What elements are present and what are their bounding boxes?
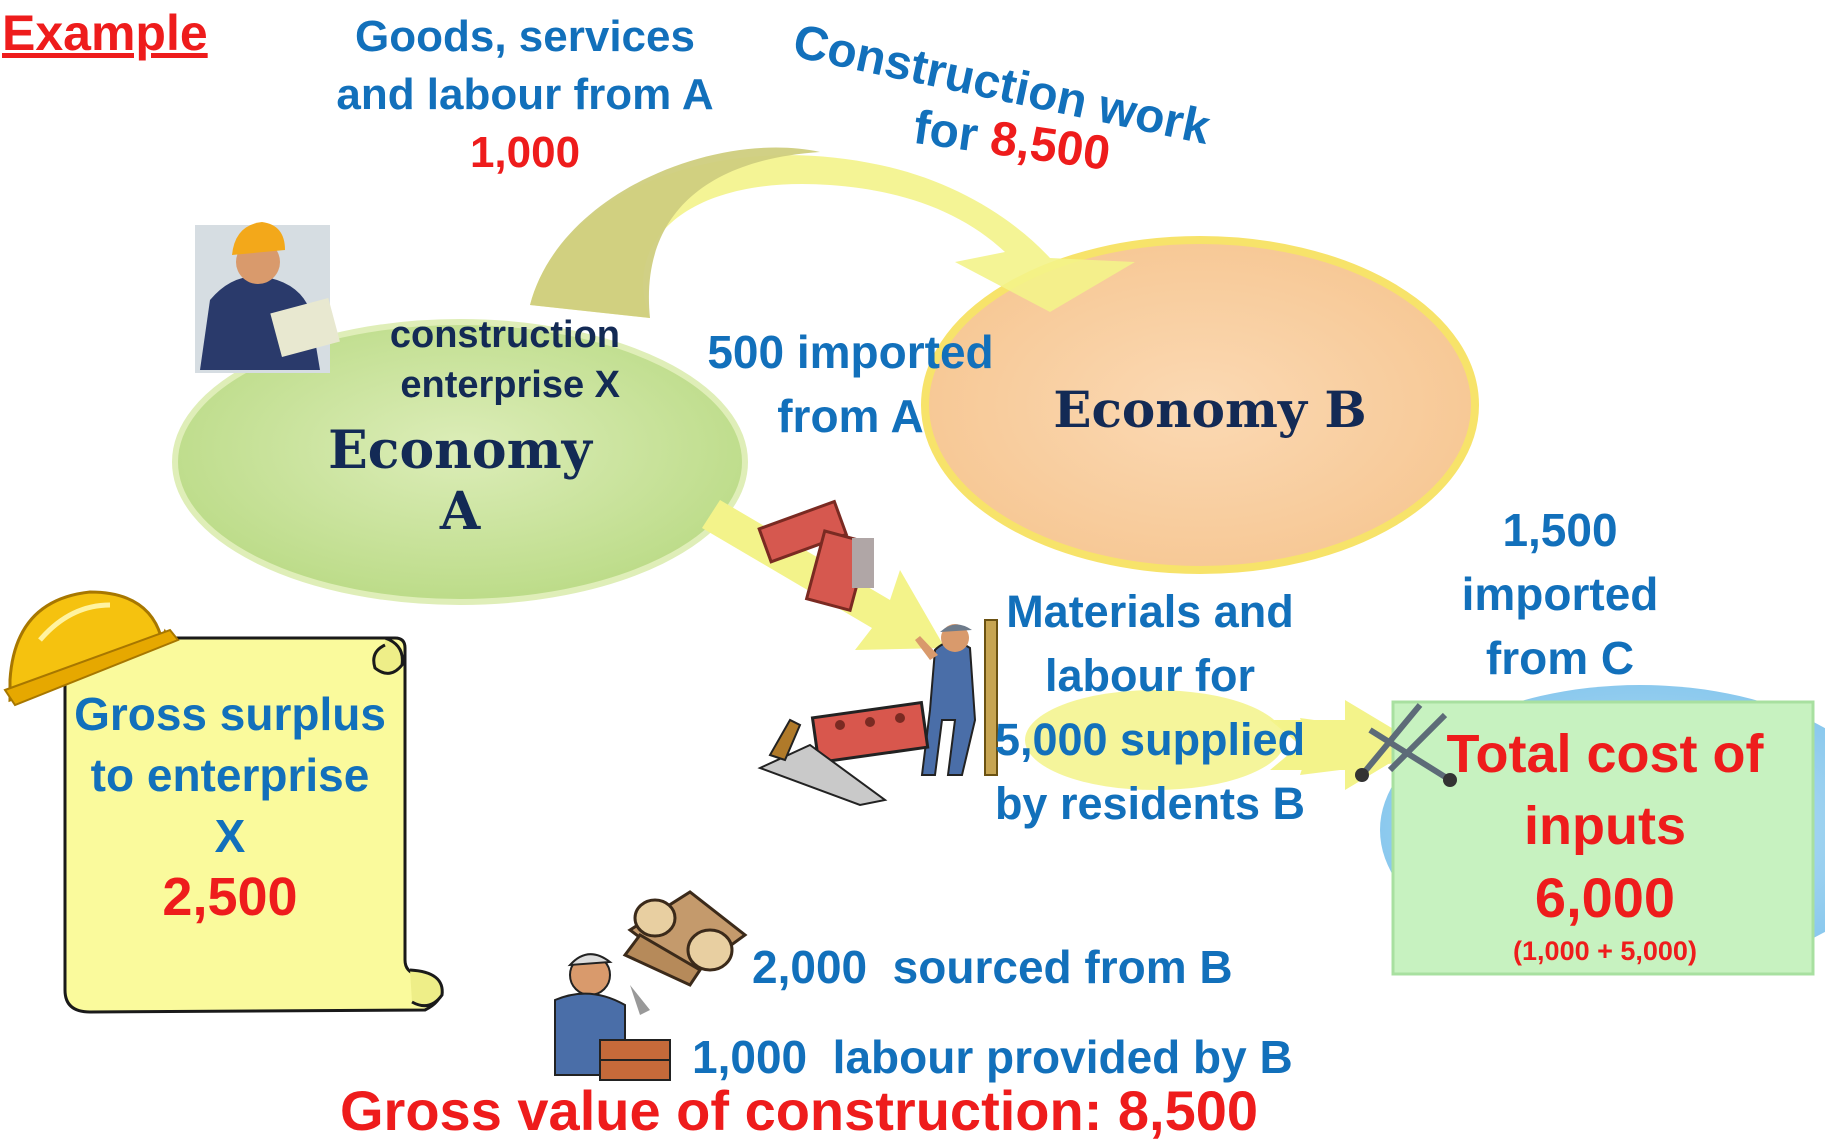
construction-for-text: for — [910, 100, 982, 163]
curved-arrow-shadow — [530, 147, 820, 318]
economy-b-ellipse — [921, 236, 1479, 574]
bricklayer-icon — [554, 953, 671, 1081]
enterprise-x-label: construction enterprise X — [389, 314, 620, 406]
hard-hat-icon — [3, 590, 180, 707]
goods-flow-label: Goods, services and labour from A 1,000 — [330, 8, 720, 182]
gross-value-label: Gross value of construction: 8,500 — [340, 1079, 1259, 1142]
economy-a-ellipse — [172, 319, 748, 605]
construction-manager-icon — [195, 222, 340, 373]
highlight-ellipse — [1025, 690, 1285, 790]
bricks-icon — [757, 499, 874, 613]
total-cost-breakdown: (1,000 + 5,000) — [1513, 936, 1697, 966]
total-cost-box — [1391, 700, 1815, 976]
economy-b-label: Economy B — [1053, 380, 1367, 439]
example-title: Example — [2, 5, 208, 61]
labour-from-b-label: 1,000 labour provided by B — [692, 1031, 1293, 1083]
imported-from-c-label: 1,500 imported from C — [1461, 504, 1659, 684]
total-cost-label: Total cost of inputs — [1446, 724, 1764, 856]
total-cost-text: Total cost of inputs 6,000 (1,000 + 5,00… — [1405, 718, 1805, 968]
trowel-brick-icon — [757, 700, 930, 807]
logs-icon — [622, 890, 748, 987]
arrow-c-to-materials-head — [1300, 718, 1420, 775]
gross-surplus-value: 2,500 — [162, 867, 298, 927]
gross-surplus-label: Gross surplus to enterprise X — [74, 688, 386, 862]
sourced-from-b-label: 2,000 sourced from B — [752, 941, 1233, 993]
goods-flow-value: 1,000 — [469, 128, 581, 177]
materials-labour-label: Materials and labour for 5,000 supplied … — [994, 586, 1306, 829]
worker-icon — [915, 619, 998, 776]
nails-icon — [1355, 703, 1457, 787]
total-cost-value: 6,000 — [1534, 866, 1676, 929]
gross-surplus-text: Gross surplus to enterprise X 2,500 — [70, 684, 390, 928]
economy-a-label: Economy A — [328, 420, 592, 542]
goods-flow-text: Goods, services and labour from A — [336, 12, 714, 119]
imported-from-a-label: 500 imported from A — [707, 326, 994, 442]
